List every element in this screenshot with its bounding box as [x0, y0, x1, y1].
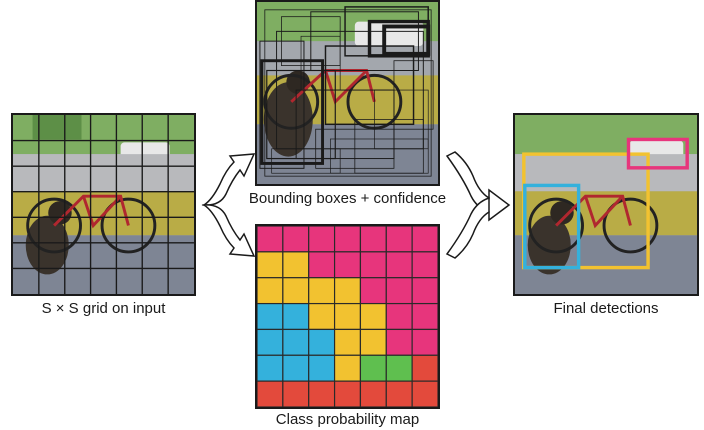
class-cell-yellow	[257, 277, 284, 305]
class-cell-yellow	[359, 302, 387, 331]
boxes-photo	[257, 2, 438, 184]
class-cell-yellow	[308, 277, 336, 305]
class-cell-cyan	[308, 354, 336, 382]
class-cell-yellow	[333, 277, 362, 305]
caption-boxes: Bounding boxes + confidence	[248, 190, 447, 207]
class-cell-red	[411, 354, 438, 382]
class-cell-cyan	[282, 354, 310, 382]
class-cell-cyan	[308, 328, 336, 356]
class-cell-cyan	[257, 328, 284, 356]
class-cell-cyan	[257, 354, 284, 382]
class-cell-magenta	[411, 277, 438, 305]
merge-arrow	[445, 151, 511, 259]
class-cell-red	[257, 380, 284, 407]
class-cell-yellow	[308, 302, 336, 331]
input-grid-panel	[11, 113, 196, 296]
bounding-boxes-panel	[255, 0, 440, 186]
class-cell-red	[359, 380, 387, 407]
class-cell-magenta	[359, 226, 387, 253]
class-cell-magenta	[385, 226, 413, 253]
class-cell-yellow	[333, 354, 362, 382]
caption-final: Final detections	[553, 300, 659, 317]
class-cell-magenta	[385, 328, 413, 356]
class-cell-magenta	[385, 277, 413, 305]
class-cell-cyan	[282, 302, 310, 331]
class-cell-magenta	[385, 251, 413, 279]
caption-classmap: Class probability map	[275, 411, 420, 428]
detection-box-car	[626, 137, 689, 170]
arrow-merge-top-icon	[445, 151, 511, 222]
class-probability-panel	[255, 224, 440, 409]
class-cell-yellow	[333, 328, 362, 356]
class-cell-magenta	[385, 302, 413, 331]
class-cell-magenta	[257, 226, 284, 253]
class-cell-green	[359, 354, 387, 382]
class-cell-yellow	[282, 277, 310, 305]
candidate-boxes	[259, 6, 434, 177]
class-cell-magenta	[411, 302, 438, 331]
input-photo	[13, 115, 194, 294]
grid-lines	[13, 115, 194, 294]
class-probability-grid	[257, 226, 438, 407]
class-cell-magenta	[333, 251, 362, 279]
final-detections-panel	[513, 113, 699, 296]
class-cell-magenta	[333, 226, 362, 253]
class-cell-magenta	[282, 226, 310, 253]
class-cell-yellow	[282, 251, 310, 279]
class-cell-yellow	[359, 328, 387, 356]
class-cell-magenta	[359, 251, 387, 279]
class-cell-magenta	[411, 251, 438, 279]
class-cell-red	[385, 380, 413, 407]
class-cell-cyan	[282, 328, 310, 356]
class-cell-magenta	[411, 328, 438, 356]
class-cell-red	[308, 380, 336, 407]
class-cell-magenta	[308, 251, 336, 279]
class-cell-magenta	[411, 226, 438, 253]
split-arrow	[201, 153, 256, 257]
class-cell-cyan	[257, 302, 284, 331]
detection-box-dog	[523, 183, 581, 270]
class-cell-red	[333, 380, 362, 407]
class-cell-yellow	[333, 302, 362, 331]
arrow-down-icon	[201, 204, 256, 257]
arrow-merge-bottom-icon	[445, 196, 490, 259]
final-photo	[515, 115, 697, 294]
class-cell-green	[385, 354, 413, 382]
caption-grid: S × S grid on input	[41, 300, 166, 317]
arrow-up-icon	[201, 153, 256, 206]
class-cell-magenta	[359, 277, 387, 305]
class-cell-red	[411, 380, 438, 407]
class-cell-red	[282, 380, 310, 407]
class-cell-yellow	[257, 251, 284, 279]
class-cell-magenta	[308, 226, 336, 253]
